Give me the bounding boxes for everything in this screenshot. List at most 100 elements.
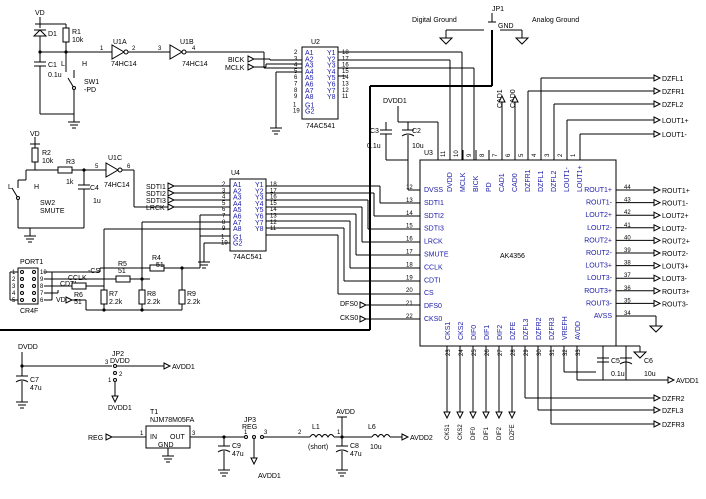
bottom-net-label-2: DIF0 <box>471 426 477 440</box>
jp3-pin3: 3 <box>264 430 268 436</box>
right-output-label-1: ROUT1- <box>662 201 689 208</box>
digital-ground-label: Digital Ground <box>412 17 457 24</box>
sdti1-label: SDTI1 <box>146 184 166 191</box>
u2-pins-out-2: Y3 <box>327 63 336 70</box>
cdti-net: CDTI <box>60 281 76 288</box>
u3-top-name-1: MCLK <box>460 172 467 192</box>
u3-left-num-0: 12 <box>406 185 413 191</box>
u4-pins-out-3: Y4 <box>255 201 264 208</box>
u1b-ref: U1B <box>180 39 194 46</box>
u3-top-name-6: DZFR1 <box>525 169 532 192</box>
bottom-net-label-4: DIF2 <box>497 426 503 440</box>
port1-right-pin-0: 10 <box>40 270 47 276</box>
analog-ground-label: Analog Ground <box>532 17 579 24</box>
port1-left-pin-1: 2 <box>12 277 16 283</box>
u3-right-num-2: 42 <box>624 210 631 216</box>
smute-circuit: VD R2 10k R3 1k C4 1u 5 U1C 74HC14 6 L H <box>8 131 230 243</box>
u1c-part: 74HC14 <box>104 182 130 189</box>
u3-top-num-8: 3 <box>545 153 551 157</box>
r6-ref: R6 <box>74 292 83 299</box>
u3-right-num-7: 37 <box>624 273 631 279</box>
u3-top-name-7: DZFL1 <box>538 171 545 193</box>
u4-pins-in-5: A6 <box>233 214 242 221</box>
port1-right-pin-1: 9 <box>40 277 44 283</box>
u3-left-num-5: 17 <box>406 250 413 256</box>
u4-body <box>229 178 267 252</box>
cclk-net: CCLK <box>68 275 87 282</box>
u3-top-name-4: CAD1 <box>499 173 506 192</box>
u3-right-name-1: ROUT1- <box>586 200 613 207</box>
right-output-arrow-3 <box>653 223 662 232</box>
u3-top-num-0: 11 <box>441 150 447 157</box>
r4-value: 51 <box>156 262 164 269</box>
u1b-part: 74HC14 <box>182 61 208 68</box>
vd-label-1: VD <box>35 10 45 17</box>
c9-value: 47u <box>232 451 244 458</box>
bottom-net-arrow-5 <box>508 411 516 420</box>
dfs0-net: DFS0 <box>340 301 358 308</box>
sw2-l-label: L <box>8 184 12 191</box>
r3-value: 1k <box>66 179 74 186</box>
u2-pins-in-pin-0: 2 <box>294 50 298 56</box>
u3-left-name-10: CKS0 <box>424 316 442 323</box>
u4-pins-out-pin-1: 17 <box>270 188 277 194</box>
u3-top-name-8: DZFL2 <box>551 171 558 193</box>
u4-pins-out-2: Y3 <box>255 195 264 202</box>
u3-right-num-0: 44 <box>624 185 631 191</box>
c6-ref: C6 <box>644 358 653 365</box>
c9-ref: C9 <box>232 443 241 450</box>
avdd1-label: AVDD1 <box>172 364 195 371</box>
l1-value: (short) <box>308 444 328 451</box>
u3-top-num-9: 2 <box>558 153 564 157</box>
u2-pins-out-pin-0: 18 <box>342 50 349 56</box>
port1-part: CR4F <box>20 308 38 315</box>
r6-value: 51 <box>74 299 82 306</box>
right-output-arrow-6 <box>653 261 662 270</box>
c8-value: 47u <box>350 451 362 458</box>
u4-pins-out-0: Y1 <box>255 182 264 189</box>
c3-value: 0.1u <box>367 143 381 150</box>
u3-bottom-name-0: CKS1 <box>445 322 452 340</box>
u2-pins-out-pin-6: 12 <box>342 88 349 94</box>
u3-right-name-8: ROUT3+ <box>584 288 612 295</box>
u3-right-name-10: AVSS <box>594 313 612 320</box>
sdti2-label: SDTI2 <box>146 191 166 198</box>
u3-bottom-num-7: 30 <box>537 349 543 356</box>
jp2-ref: JP2 <box>112 351 124 358</box>
t1-in: IN <box>150 434 157 441</box>
u4-pins-out-7: Y8 <box>255 226 264 233</box>
c3-ref: C3 <box>370 128 379 135</box>
l1-pin1: 1 <box>337 430 341 436</box>
sdti3-label: SDTI3 <box>146 198 166 205</box>
c7-ref: C7 <box>30 377 39 384</box>
power-supply: DVDD C7 47u JP2 DVDD 3 2 1 AVDD1 DVDD1 T… <box>15 344 433 480</box>
top-output-label-1: DZFR1 <box>662 89 685 96</box>
c4-ref: C4 <box>90 185 99 192</box>
u2-pins-out-6: Y7 <box>327 88 336 95</box>
u3-bottom-name-1: CKS2 <box>458 322 465 340</box>
port1-body <box>17 267 39 305</box>
port1-left-pad-1 <box>20 277 24 281</box>
jp1-jumper: JP1 GND Digital Ground Analog Ground <box>370 6 579 87</box>
bottom-net-label-1: CKS2 <box>458 424 464 440</box>
c5-ref: C5 <box>611 358 620 365</box>
bottom-net-arrow-2 <box>469 411 477 420</box>
cks0-net: CKS0 <box>340 315 358 322</box>
port1-ref: PORT1 <box>20 259 43 266</box>
dvdd1-label: DVDD1 <box>383 98 407 105</box>
lrck-label-in: LRCK <box>146 205 165 212</box>
u3-bottom-name-5: DZFE <box>510 321 517 340</box>
r2-resistor <box>31 147 39 163</box>
u4-pins-in-pin-1: 3 <box>222 188 226 194</box>
u4-pins-out-pin-7: 11 <box>270 226 277 232</box>
right-output-label-0: ROUT1+ <box>662 188 690 195</box>
u3-right-num-3: 41 <box>624 223 631 229</box>
top-output-arrow-0 <box>653 74 662 82</box>
u2-pins-out-5: Y6 <box>327 82 336 89</box>
avdd-label: AVDD <box>336 409 355 416</box>
port1-right-pin-3: 7 <box>40 291 44 297</box>
u4-pins-out-pin-4: 14 <box>270 207 277 213</box>
diode-icon <box>32 29 48 37</box>
u3-left-name-9: DFS0 <box>424 303 442 310</box>
